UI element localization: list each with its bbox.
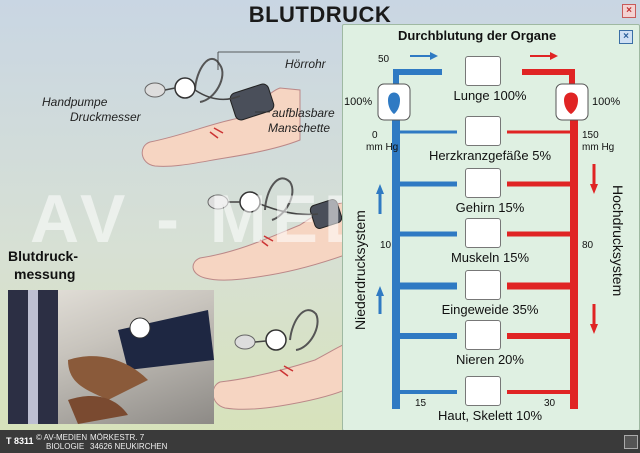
- heart-vessels-icon: [465, 116, 501, 146]
- pressure-bottom-left: 15: [415, 398, 427, 409]
- organ-label: Eingeweide 35%: [441, 302, 539, 317]
- label-manschette-2: Manschette: [268, 121, 331, 135]
- footer-city: 34626 NEUKIRCHEN: [90, 442, 168, 451]
- blood-pressure-photo: [8, 290, 214, 424]
- product-code: T 8311: [6, 436, 34, 446]
- pressure-bottom-right: 30: [544, 398, 556, 409]
- right-heart-pct: 100%: [592, 96, 621, 108]
- low-pressure-label: Niederdrucksystem: [352, 210, 368, 330]
- footer-subject: BIOLOGIE: [46, 442, 85, 451]
- footer-icon: [624, 435, 638, 449]
- photo-caption-1: Blutdruck-: [8, 248, 78, 264]
- footer-street: MÖRKESTR. 7: [90, 433, 145, 442]
- panel-title: Durchblutung der Organe: [398, 28, 557, 43]
- organ-label: Gehirn 15%: [455, 200, 525, 215]
- label-hoerrohr: Hörrohr: [285, 57, 326, 71]
- skeleton-hand-icon: [465, 376, 501, 406]
- pressure-left-upper-unit: mm Hg: [366, 142, 399, 153]
- lungs-icon: [465, 56, 501, 86]
- label-handpumpe: Handpumpe: [42, 95, 108, 109]
- organ-label: Haut, Skelett 10%: [437, 408, 543, 423]
- pressure-right-upper-unit: mm Hg: [582, 142, 615, 153]
- pressure-left-mid: 10: [380, 240, 392, 251]
- organ-label: Muskeln 15%: [450, 250, 530, 265]
- footer-bar: [0, 430, 640, 453]
- close-icon[interactable]: ×: [622, 4, 636, 18]
- high-pressure-label: Hochdrucksystem: [610, 185, 626, 297]
- pressure-right-upper: 150: [582, 130, 599, 141]
- label-manschette-1: aufblasbare: [272, 106, 335, 120]
- footer-copyright: © AV-MEDIEN: [36, 433, 88, 442]
- pressure-right-mid: 80: [582, 240, 594, 251]
- page-title: BLUTDRUCK: [248, 2, 392, 27]
- organ-label: Lunge 100%: [453, 88, 527, 103]
- pressure-top: 50: [378, 54, 390, 65]
- kidney-icon: [465, 320, 501, 350]
- intestine-icon: [465, 270, 501, 300]
- label-druckmesser: Druckmesser: [70, 110, 141, 124]
- left-heart-pct: 100%: [344, 96, 373, 108]
- circulation-diagram: [376, 52, 598, 409]
- organ-label: Herzkranzgefäße 5%: [428, 148, 552, 163]
- panel-close-icon[interactable]: ×: [619, 30, 633, 44]
- muscle-icon: [465, 218, 501, 248]
- brain-icon: [465, 168, 501, 198]
- cuff-illustrations: [141, 51, 345, 410]
- photo-caption-2: messung: [14, 266, 76, 282]
- pressure-left-upper: 0: [372, 130, 378, 141]
- organ-label: Nieren 20%: [456, 352, 524, 367]
